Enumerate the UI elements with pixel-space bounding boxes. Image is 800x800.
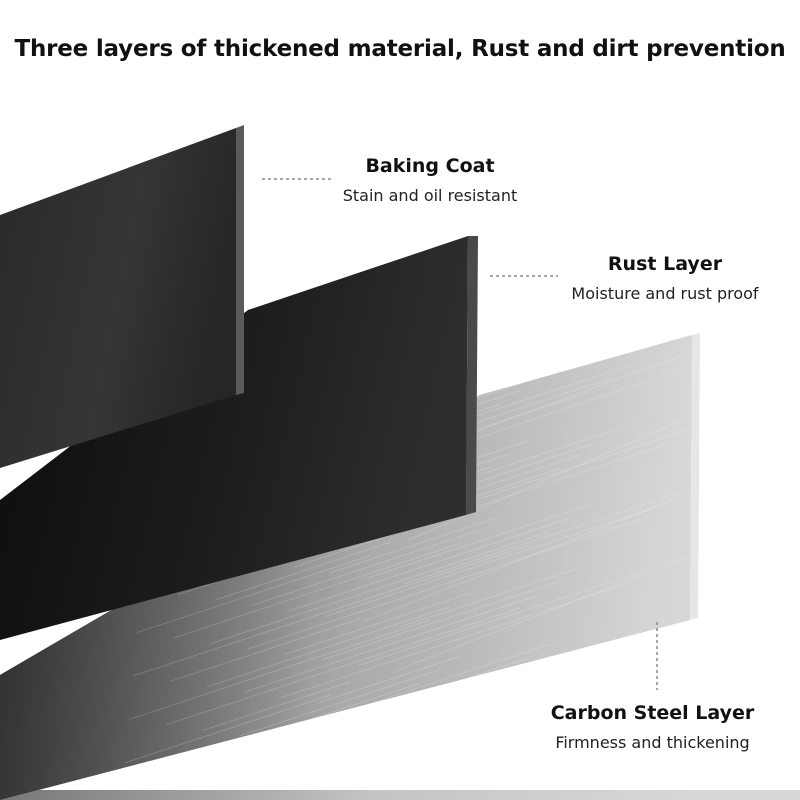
- baking-coat-description: Stain and oil resistant: [342, 186, 518, 205]
- headline: Three layers of thickened material, Rust…: [14, 36, 786, 62]
- rust-layer-sheet: [0, 236, 478, 640]
- carbon-steel-title: Carbon Steel Layer: [550, 702, 755, 724]
- carbon-steel-description: Firmness and thickening: [555, 733, 750, 752]
- rust-layer-title: Rust Layer: [607, 253, 723, 275]
- carbon-steel-sheet: [0, 315, 800, 800]
- baking-coat-sheet: [0, 125, 244, 468]
- rust-layer-description: Moisture and rust proof: [571, 284, 759, 303]
- baking-coat-title: Baking Coat: [365, 155, 495, 177]
